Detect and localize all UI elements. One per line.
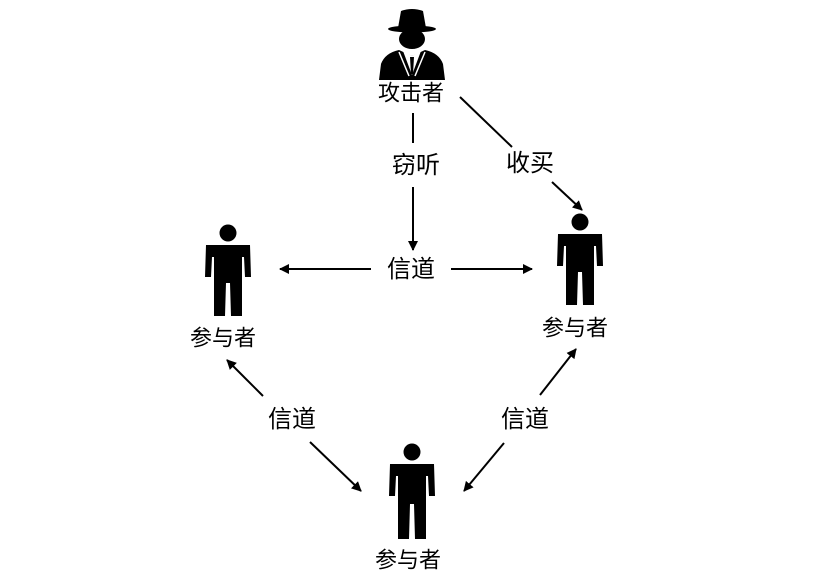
eavesdrop-label: 窃听 bbox=[392, 151, 440, 179]
channel-left-arrow-up bbox=[226, 359, 264, 397]
channel-right-label: 信道 bbox=[501, 405, 549, 433]
channel-top-label: 信道 bbox=[387, 255, 435, 283]
channel-right-arrow-up bbox=[539, 348, 577, 396]
channel-right-arrow-down bbox=[463, 442, 505, 492]
spy-icon bbox=[379, 9, 445, 80]
attacker-label: 攻击者 bbox=[378, 82, 444, 107]
bribe-arrow bbox=[551, 181, 583, 211]
channel-left-label: 信道 bbox=[268, 405, 316, 433]
channel-left-arrow-down bbox=[309, 441, 362, 492]
participant-left-label: 参与者 bbox=[190, 327, 256, 352]
bribe-line-top bbox=[459, 96, 513, 148]
bribe-label: 收买 bbox=[506, 149, 554, 177]
participant-right-label: 参与者 bbox=[542, 317, 608, 342]
person-icon bbox=[389, 443, 435, 539]
person-icon bbox=[557, 213, 603, 305]
participant-bottom-label: 参与者 bbox=[375, 549, 441, 574]
person-icon bbox=[205, 224, 251, 316]
